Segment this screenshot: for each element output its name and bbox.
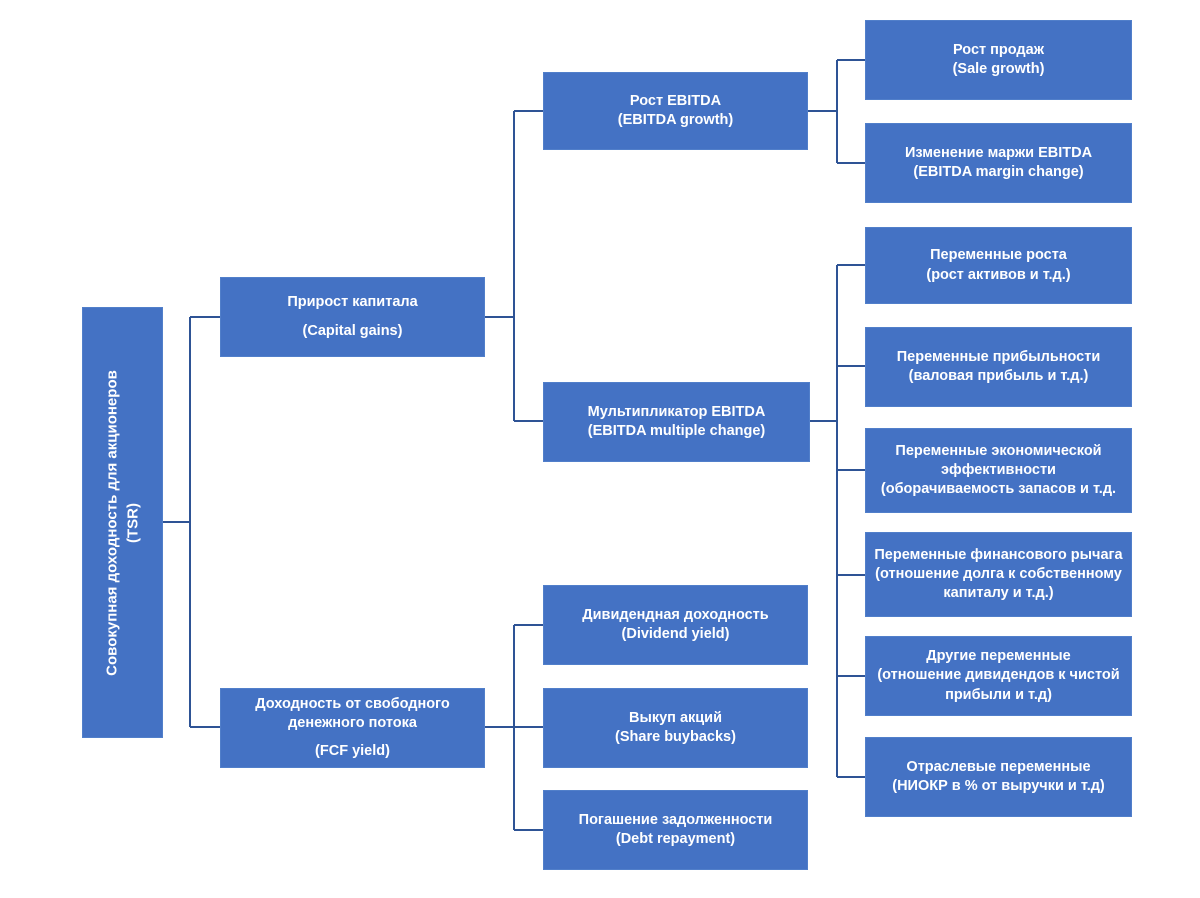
node-tsr-label-ru: Совокупная доходность для акционеров [103, 369, 121, 676]
node-tsr-label-en: (TSR) [123, 502, 141, 543]
node-fcf-yield: Доходность от свободного денежного поток… [220, 688, 485, 768]
node-ebitda-multiple-label-en: (EBITDA multiple change) [587, 423, 766, 439]
node-ebitda-growth-label-en: (EBITDA growth) [617, 112, 734, 128]
node-leverage-variables-sublabel: (отношение долга к собственному капиталу… [875, 565, 1122, 602]
node-debt-repayment: Погашение задолженности (Debt repayment) [543, 790, 808, 870]
node-ebitda-multiple-label-ru: Мультипликатор EBITDA [587, 403, 766, 420]
node-ebitda-margin-change-label-ru: Изменение маржи EBITDA [904, 144, 1093, 161]
node-leverage-variables: Переменные финансового рычага (отношение… [865, 532, 1132, 617]
node-industry-variables-label: Отраслевые переменные [906, 758, 1091, 775]
node-fcf-yield-label-en: (FCF yield) [315, 743, 390, 760]
node-capital-gains-label-en: (Capital gains) [302, 322, 403, 339]
node-efficiency-variables-sublabel: (оборачиваемость запасов и т.д. [880, 481, 1117, 498]
node-industry-variables-sublabel: (НИОКР в % от выручки и т.д) [892, 778, 1105, 794]
node-efficiency-variables-label: Переменные экономической эффективности [895, 442, 1102, 478]
node-tsr-text: Совокупная доходность для акционеров (TS… [82, 307, 163, 738]
node-fcf-yield-label-ru: Доходность от свободного денежного поток… [255, 695, 450, 731]
node-dividend-yield-label-en: (Dividend yield) [621, 626, 730, 642]
node-efficiency-variables: Переменные экономической эффективности (… [865, 428, 1132, 513]
connector-ebitda-growth-children [808, 59, 865, 164]
connector-ebitda-multiple-children [810, 264, 865, 778]
connector-fcf-yield-children [485, 624, 543, 831]
node-debt-repayment-label-ru: Погашение задолженности [578, 811, 773, 828]
node-ebitda-margin-change: Изменение маржи EBITDA (EBITDA margin ch… [865, 123, 1132, 203]
node-other-variables-sublabel: (отношение дивидендов к чистой прибыли и… [877, 667, 1120, 703]
node-capital-gains: Прирост капитала (Capital gains) [220, 277, 485, 357]
node-growth-variables-sublabel: (рост активов и т.д.) [926, 266, 1071, 283]
node-growth-variables-label: Переменные роста [930, 247, 1067, 264]
node-tsr: Совокупная доходность для акционеров (TS… [82, 307, 163, 738]
node-ebitda-margin-change-label-en: (EBITDA margin change) [913, 164, 1084, 180]
node-sale-growth-label-ru: Рост продаж [952, 41, 1044, 58]
node-dividend-yield-label-ru: Дивидендная доходность [582, 606, 769, 623]
connector-capital-gains-children [485, 110, 543, 422]
node-share-buybacks-label-en: (Share buybacks) [615, 729, 736, 745]
node-other-variables: Другие переменные (отношение дивидендов … [865, 636, 1132, 716]
node-growth-variables: Переменные роста (рост активов и т.д.) [865, 227, 1132, 304]
node-sale-growth-label-en: (Sale growth) [952, 61, 1045, 77]
node-profitability-variables-sublabel: (валовая прибыль и т.д.) [908, 368, 1089, 384]
node-profitability-variables-label: Переменные прибыльности [896, 348, 1101, 365]
node-dividend-yield: Дивидендная доходность (Dividend yield) [543, 585, 808, 665]
node-ebitda-multiple: Мультипликатор EBITDA (EBITDA multiple c… [543, 382, 810, 462]
node-other-variables-label: Другие переменные [926, 648, 1071, 665]
node-share-buybacks: Выкуп акций (Share buybacks) [543, 688, 808, 768]
node-ebitda-growth-label-ru: Рост EBITDA [629, 92, 722, 109]
node-capital-gains-label-ru: Прирост капитала [287, 294, 418, 311]
connector-root-to-level2 [163, 316, 220, 728]
node-leverage-variables-label: Переменные финансового рычага [874, 546, 1123, 563]
node-ebitda-growth: Рост EBITDA (EBITDA growth) [543, 72, 808, 150]
node-industry-variables: Отраслевые переменные (НИОКР в % от выру… [865, 737, 1132, 817]
node-share-buybacks-label-ru: Выкуп акций [628, 709, 723, 726]
node-debt-repayment-label-en: (Debt repayment) [615, 831, 736, 847]
node-sale-growth: Рост продаж (Sale growth) [865, 20, 1132, 100]
node-profitability-variables: Переменные прибыльности (валовая прибыль… [865, 327, 1132, 407]
